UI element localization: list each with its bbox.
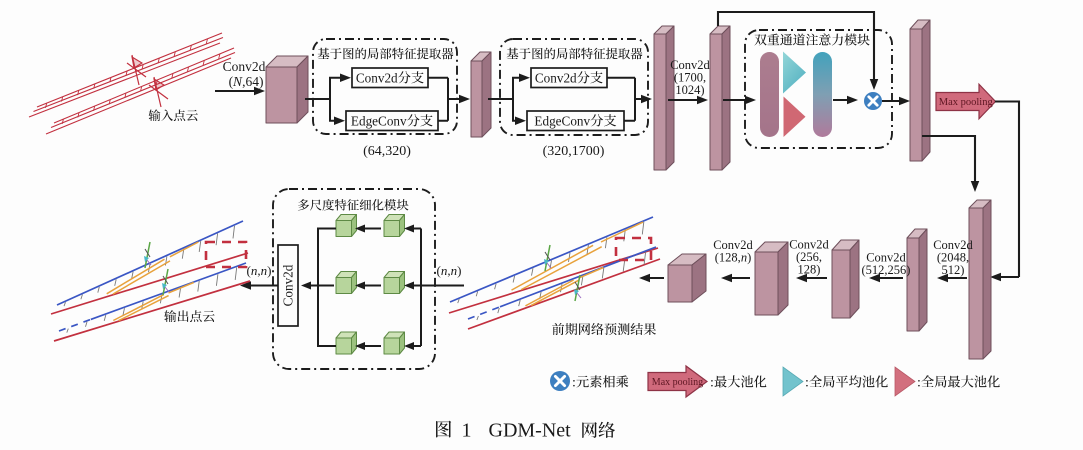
svg-text::: : <box>710 376 714 391</box>
svg-text:512): 512) <box>942 263 965 277</box>
svg-text:Conv2d: Conv2d <box>789 238 829 252</box>
svg-text:): ) <box>747 251 751 265</box>
svg-text:n: n <box>741 251 747 265</box>
svg-text:EdgeConv: EdgeConv <box>534 113 590 128</box>
svg-text:(1700,: (1700, <box>674 71 706 85</box>
svg-text:Conv2d: Conv2d <box>866 251 906 265</box>
svg-text:): ) <box>457 263 461 278</box>
svg-text:(: ( <box>229 74 234 89</box>
svg-text::: : <box>805 376 809 391</box>
svg-text:Conv2d: Conv2d <box>933 238 973 252</box>
svg-text:,: , <box>447 263 450 278</box>
svg-text:(320,1700): (320,1700) <box>543 144 605 159</box>
svg-text:,: , <box>257 263 260 278</box>
svg-text:(: ( <box>247 263 251 278</box>
svg-text:Conv2d: Conv2d <box>713 238 753 252</box>
svg-text:(128,: (128, <box>715 251 741 265</box>
svg-text:1: 1 <box>462 420 472 442</box>
svg-text:Max pooling: Max pooling <box>652 377 703 388</box>
svg-text:n: n <box>451 263 458 278</box>
svg-text:(512,256): (512,256) <box>862 263 911 277</box>
svg-text:Conv2d: Conv2d <box>535 70 577 85</box>
svg-text:(256,: (256, <box>796 250 822 264</box>
svg-text:Conv2d: Conv2d <box>670 58 710 72</box>
svg-text:n: n <box>251 263 258 278</box>
svg-text:N: N <box>232 74 243 89</box>
svg-text:(2048,: (2048, <box>937 251 969 265</box>
svg-text::: : <box>917 376 921 391</box>
svg-text:1024): 1024) <box>675 83 704 97</box>
svg-text:EdgeConv: EdgeConv <box>351 113 407 128</box>
svg-text:Conv2d: Conv2d <box>281 264 296 306</box>
svg-text:): ) <box>267 263 271 278</box>
svg-text:,64): ,64) <box>242 74 263 89</box>
svg-text:(: ( <box>437 263 441 278</box>
svg-text:(64,320): (64,320) <box>363 144 411 159</box>
svg-text::: : <box>572 376 576 391</box>
svg-text:n: n <box>261 263 268 278</box>
svg-text:Conv2d: Conv2d <box>223 59 266 74</box>
svg-text:n: n <box>441 263 448 278</box>
svg-text:GDM-Net: GDM-Net <box>489 420 572 442</box>
svg-text:Max pooling: Max pooling <box>939 97 994 108</box>
svg-text:128): 128) <box>798 263 821 277</box>
svg-text:Conv2d: Conv2d <box>356 70 398 85</box>
